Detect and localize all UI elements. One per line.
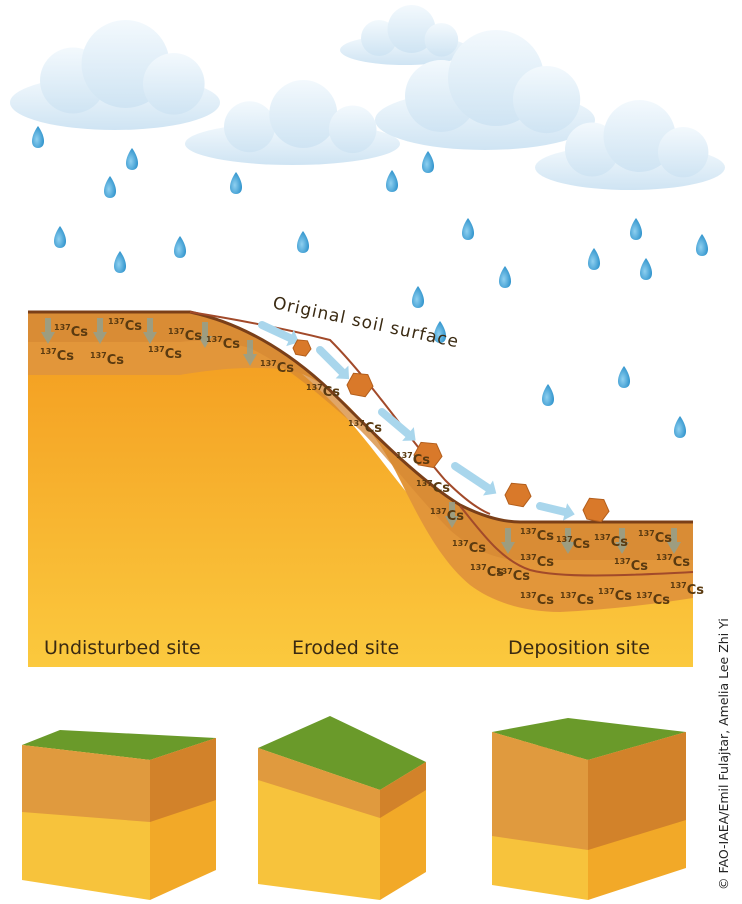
raindrop xyxy=(32,126,44,148)
cs137-label: 137Cs xyxy=(670,581,704,598)
eroded-site-label: Eroded site xyxy=(292,637,399,659)
undisturbed-soil-block xyxy=(22,730,216,900)
deposition-soil-block xyxy=(492,718,686,900)
raindrop xyxy=(696,234,708,256)
cloud xyxy=(340,5,470,65)
runoff-arrow xyxy=(536,502,575,521)
raindrop xyxy=(54,226,66,248)
raindrop xyxy=(297,231,309,253)
topsoil-dark-band xyxy=(28,312,693,560)
soil-aggregate xyxy=(292,339,312,357)
soil-aggregate xyxy=(582,497,610,523)
raindrop xyxy=(542,384,554,406)
raindrop xyxy=(588,248,600,270)
cs137-label: 137Cs xyxy=(396,451,430,468)
copyright-credit: © FAO-IAEA/Emil Fulajtar, Amelia Lee Zhi… xyxy=(716,618,731,890)
cs137-label: 137Cs xyxy=(496,567,530,584)
cloud xyxy=(535,100,725,190)
soil-aggregate xyxy=(346,372,374,398)
down-arrow xyxy=(198,322,212,348)
raindrop xyxy=(640,258,652,280)
eroded-soil-block xyxy=(258,716,426,900)
raindrop xyxy=(630,218,642,240)
down-arrow xyxy=(667,528,681,554)
raindrop xyxy=(412,286,424,308)
cs137-label: 137Cs xyxy=(416,479,450,496)
buried-surface-line xyxy=(459,505,694,577)
undisturbed-site-label: Undisturbed site xyxy=(44,637,201,659)
raindrop xyxy=(462,218,474,240)
down-arrow xyxy=(501,528,515,554)
cs137-label: 137Cs xyxy=(560,591,594,608)
runoff-arrow xyxy=(378,408,416,441)
cs137-label: 137Cs xyxy=(520,591,554,608)
cs137-label: 137Cs xyxy=(40,347,74,364)
cs137-label: 137Cs xyxy=(148,345,182,362)
eroded-soil-aggregates xyxy=(292,339,610,523)
down-arrow xyxy=(143,318,157,344)
raindrop xyxy=(114,251,126,273)
runoff-arrow xyxy=(451,462,497,496)
down-arrow xyxy=(561,528,575,554)
cs137-label: 137Cs xyxy=(260,359,294,376)
cloud xyxy=(375,30,595,150)
raindrop xyxy=(618,366,630,388)
cs137-label: 137Cs xyxy=(206,335,240,352)
down-arrow xyxy=(41,318,55,344)
runoff-arrow xyxy=(316,346,350,380)
cs137-label: 137Cs xyxy=(520,527,554,544)
cs137-label: 137Cs xyxy=(470,563,504,580)
soil-aggregate xyxy=(413,441,443,469)
cs137-label: 137Cs xyxy=(598,587,632,604)
raindrop xyxy=(174,236,186,258)
cloud xyxy=(185,80,400,165)
cs137-label: 137Cs xyxy=(614,557,648,574)
cs137-label: 137Cs xyxy=(348,419,382,436)
cloud xyxy=(10,20,220,130)
deposition-site-label: Deposition site xyxy=(508,637,650,659)
cs137-label: 137Cs xyxy=(638,529,672,546)
raindrop xyxy=(386,170,398,192)
raindrop xyxy=(104,176,116,198)
cs137-label: 137Cs xyxy=(306,383,340,400)
soil-aggregate xyxy=(504,482,532,508)
down-arrow xyxy=(93,318,107,344)
raindrop xyxy=(674,416,686,438)
rain-drops xyxy=(32,126,708,438)
raindrop xyxy=(434,321,446,343)
raindrop xyxy=(422,151,434,173)
cs137-label: 137Cs xyxy=(90,351,124,368)
raindrop xyxy=(230,172,242,194)
down-arrow xyxy=(445,502,459,528)
down-arrow xyxy=(243,340,257,366)
cs137-label: 137Cs xyxy=(108,317,142,334)
rain-clouds xyxy=(10,5,725,190)
cs137-label: 137Cs xyxy=(520,553,554,570)
runoff-arrows xyxy=(258,321,575,521)
cs137-label: 137Cs xyxy=(656,553,690,570)
raindrop xyxy=(126,148,138,170)
down-arrow xyxy=(615,528,629,554)
cs137-label: 137Cs xyxy=(430,507,464,524)
cs137-label: 137Cs xyxy=(168,327,202,344)
raindrop xyxy=(499,266,511,288)
current-soil-surface-line xyxy=(28,310,693,524)
cs137-label: 137Cs xyxy=(636,591,670,608)
infiltration-arrows xyxy=(41,318,681,554)
cs137-label: 137Cs xyxy=(54,323,88,340)
cs137-label: 137Cs xyxy=(556,535,590,552)
cs137-label: 137Cs xyxy=(452,539,486,556)
cs137-label: 137Cs xyxy=(594,533,628,550)
